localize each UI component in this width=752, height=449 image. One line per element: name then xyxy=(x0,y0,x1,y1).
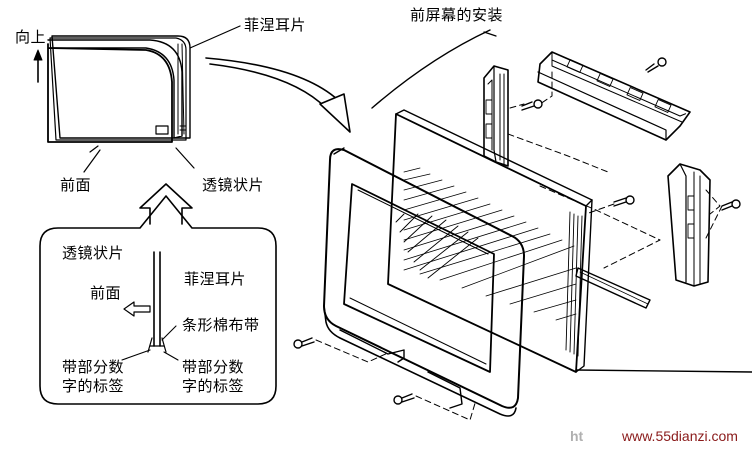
label-front-top: 前面 xyxy=(60,176,92,194)
label-front-inset: 前面 xyxy=(90,284,122,302)
bottom-strip xyxy=(575,267,651,309)
watermark-site: www.55dianzi.com xyxy=(622,428,738,444)
alignment-dashes xyxy=(315,71,723,421)
label-tag-right-2: 字的标签 xyxy=(182,377,245,395)
label-tag-left-1: 带部分数 xyxy=(62,358,125,376)
screen-sheets xyxy=(47,35,191,143)
leader-right xyxy=(575,369,752,373)
screen-panel xyxy=(387,109,593,373)
up-arrow xyxy=(33,49,43,83)
front-frame xyxy=(323,147,525,417)
label-fresnel-top: 菲涅耳片 xyxy=(244,16,307,34)
label-tag-left-2: 字的标签 xyxy=(62,377,125,395)
right-rail xyxy=(667,163,711,287)
leader-ear-tab xyxy=(189,25,241,49)
label-up: 向上 xyxy=(15,28,47,46)
transfer-arrow xyxy=(205,57,351,133)
label-lenticular-inset: 透镜状片 xyxy=(62,244,125,262)
leader-title xyxy=(371,29,491,109)
leader-front xyxy=(83,149,101,173)
screws xyxy=(293,57,741,405)
label-tag-right-1: 带部分数 xyxy=(182,358,245,376)
watermark-left: ht xyxy=(570,428,584,444)
top-rail xyxy=(537,51,691,141)
label-fresnel-inset: 菲涅耳片 xyxy=(184,270,247,288)
label-install-title: 前屏幕的安装 xyxy=(410,6,504,24)
left-rail xyxy=(483,65,509,167)
leader-lenticular xyxy=(175,147,195,169)
detail-inset xyxy=(39,183,277,405)
label-lenticular-top: 透镜状片 xyxy=(202,176,265,194)
label-strip: 条形棉布带 xyxy=(182,316,260,334)
